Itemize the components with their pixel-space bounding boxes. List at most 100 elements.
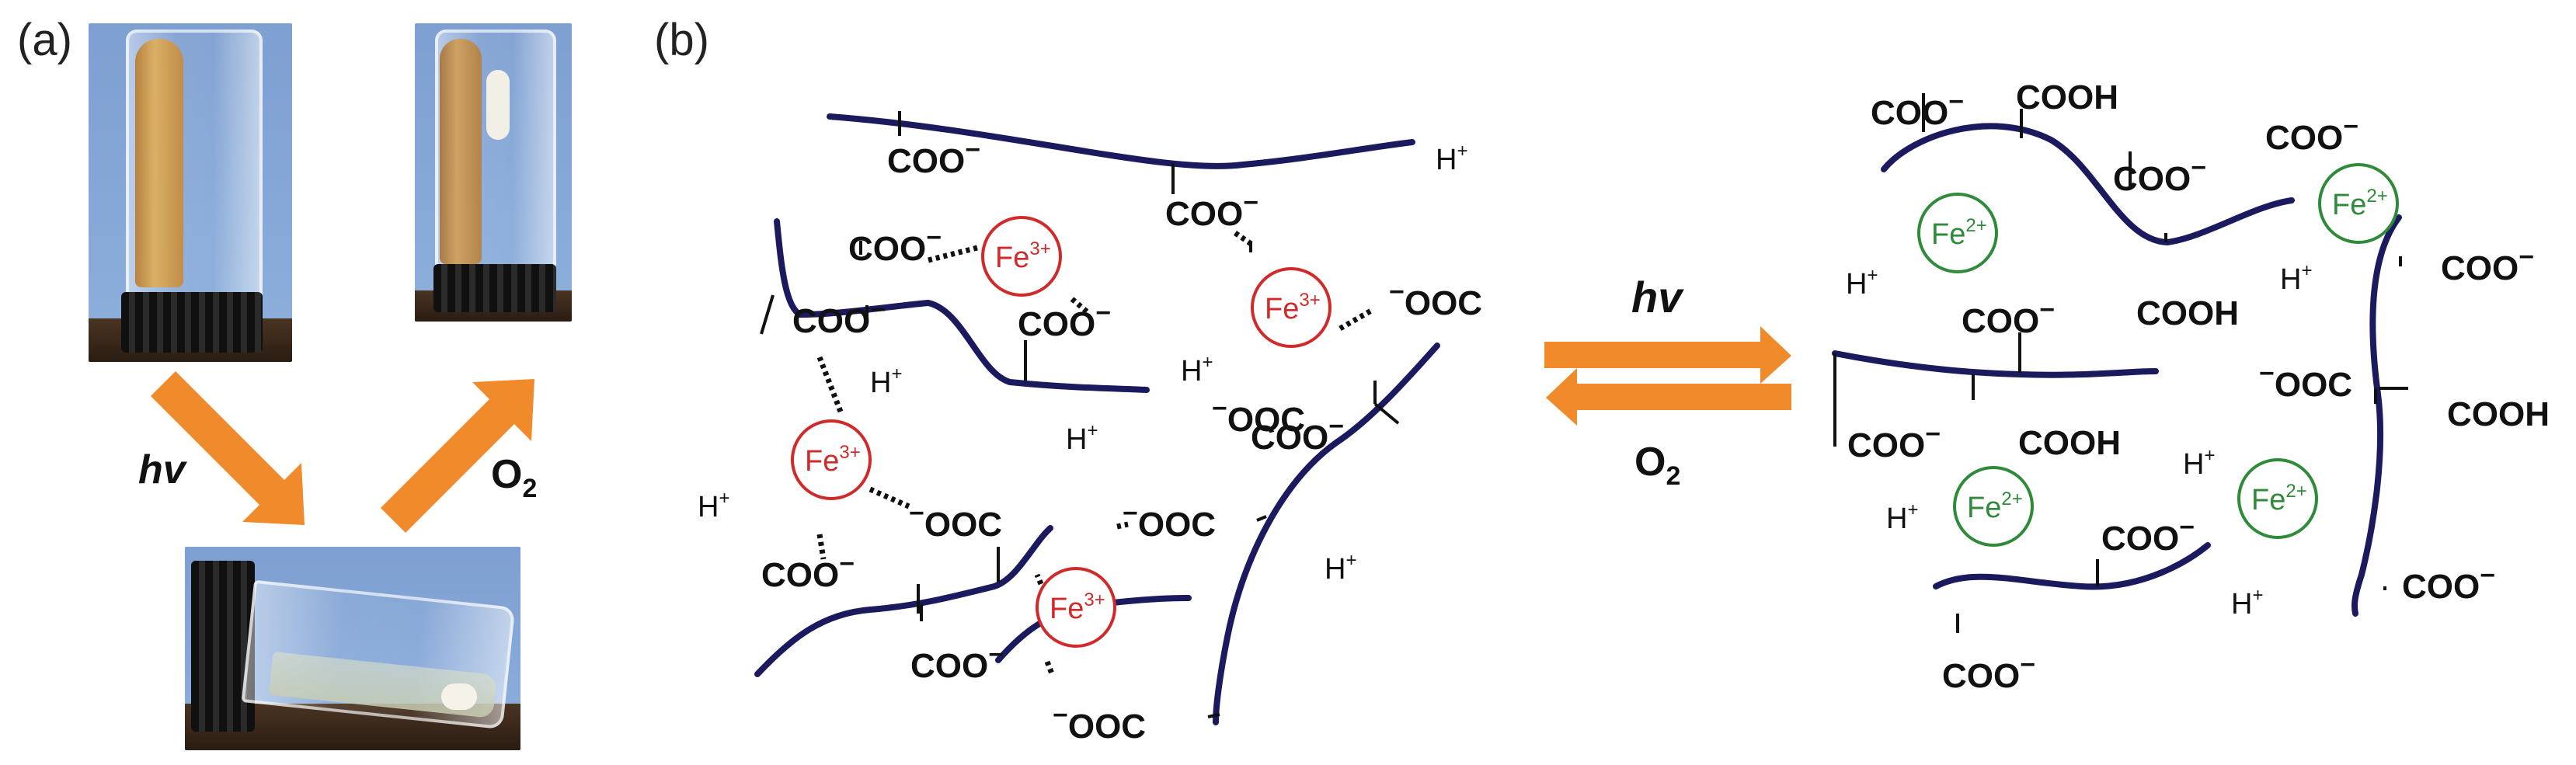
polymer-chain <box>2351 214 2402 617</box>
carboxyl-label: COO− <box>1018 298 1111 343</box>
ion-label: Fe3+ <box>1050 589 1105 625</box>
fe2-ion: Fe2+ <box>1917 193 1998 273</box>
carboxyl-label: −OOC <box>1389 277 1482 322</box>
arrow-up-o2 <box>381 379 534 533</box>
polymer-chain <box>774 218 1150 393</box>
eq-reverse-o: O <box>1634 440 1666 485</box>
substituent-bond <box>1256 515 1267 522</box>
carboxyl-label: COO− <box>2402 561 2495 606</box>
carboxyl-label: COOH <box>2016 78 2118 116</box>
carboxyl-label: COO− <box>1942 650 2035 695</box>
ion-label: Fe2+ <box>2251 481 2307 516</box>
ion-circle <box>1251 267 1332 348</box>
substituent-bond <box>1207 713 1220 718</box>
coordination-bond <box>1034 573 1044 586</box>
coordination-bond <box>869 486 910 509</box>
coordination-bond <box>1116 521 1129 530</box>
carboxyl-label: COO− <box>2113 153 2206 198</box>
arrow-down-label: hv <box>138 447 188 492</box>
fe2-ion: Fe2+ <box>2237 458 2318 539</box>
coordination-bond <box>1070 297 1090 315</box>
polymer-chain <box>1213 343 1440 725</box>
carboxyl-label: COO− <box>1962 295 2055 340</box>
carboxyl-label: COO− <box>761 549 855 594</box>
proton-label: H+ <box>1181 352 1213 388</box>
carboxyl-label: COO− <box>1251 412 1344 457</box>
ion-label: Fe3+ <box>995 238 1051 274</box>
carboxyl-label: COO− <box>1871 87 1964 132</box>
proton-label: H+ <box>870 363 902 399</box>
substituent-bond <box>1373 402 1400 425</box>
equilibrium-arrows <box>1544 326 1791 426</box>
carboxyl-label: −OOC <box>1123 499 1216 544</box>
carboxyl-label: COO− <box>2265 112 2358 157</box>
proton-label: H+ <box>1436 141 1467 176</box>
fe3-ion: Fe3+ <box>1251 267 1332 348</box>
carboxyl-label: −OOC <box>1053 701 1146 746</box>
ion-circle <box>1036 567 1116 648</box>
photo-recovered-gel-vial <box>415 23 572 322</box>
arrow-up-subscript: 2 <box>522 474 537 503</box>
ion-circle <box>1917 193 1998 273</box>
carboxyl-label: −OOC <box>909 499 1002 544</box>
ion-circle <box>791 419 872 500</box>
panel-a-label: (a) <box>17 15 72 65</box>
ion-label: Fe3+ <box>1265 290 1321 325</box>
proton-label: H+ <box>1066 420 1098 456</box>
polymer-chain <box>1881 123 2295 246</box>
carboxyl-label: COOH <box>2136 294 2239 332</box>
carboxyl-label: COOH <box>2018 424 2121 462</box>
ion-label: Fe2+ <box>2332 186 2388 221</box>
proton-label: H+ <box>1886 499 1918 535</box>
proton-label: H+ <box>698 488 729 523</box>
proton-label: H+ <box>1846 265 1878 301</box>
ion-label: Fe2+ <box>1967 489 2023 524</box>
carboxyl-label: COO− <box>1847 419 1941 464</box>
proton-label: H+ <box>2280 260 2312 296</box>
carboxyl-label: COO− <box>792 295 886 340</box>
ion-circle <box>1953 466 2034 547</box>
polymer-chain <box>1832 350 2159 378</box>
ion-label: Fe3+ <box>805 442 861 478</box>
photo-sol-vial-tilted <box>185 547 520 750</box>
eq-reverse-label: O2 <box>1634 440 1680 491</box>
carboxyl-label: −OOC <box>1212 394 1305 439</box>
fe3-ion: Fe3+ <box>981 216 1062 297</box>
ion-circle <box>2318 163 2399 244</box>
ion-label: Fe2+ <box>1931 215 1987 251</box>
panel-b-label: (b) <box>654 15 709 65</box>
polymer-chain <box>827 113 1415 169</box>
proton-label: H+ <box>2231 585 2263 621</box>
arrow-down-hv <box>151 371 305 525</box>
coordination-bond <box>928 244 981 263</box>
carboxyl-label: COO− <box>887 135 980 180</box>
coordination-bond <box>1234 231 1254 247</box>
coordination-bond <box>1338 308 1373 332</box>
carboxyl-label: COO− <box>2441 242 2534 287</box>
ion-circle <box>2237 458 2318 539</box>
photo-gel-vial <box>89 23 292 362</box>
coordination-bond <box>816 356 844 413</box>
ion-circle <box>981 216 1062 297</box>
fe3-ion: Fe3+ <box>791 419 872 500</box>
substituent-bond <box>760 294 775 335</box>
arrow-up-o: O <box>491 452 522 497</box>
carboxyl-label: COOH <box>2447 395 2550 433</box>
fe2-ion: Fe2+ <box>1953 466 2034 547</box>
arrow-up-label: O2 <box>491 452 537 503</box>
carboxyl-label: COO− <box>848 223 942 268</box>
coordination-bond <box>1044 660 1056 677</box>
carboxyl-label: COO− <box>1165 188 1258 233</box>
fe2-ion: Fe2+ <box>2318 163 2399 244</box>
eq-reverse-subscript: 2 <box>1666 461 1680 491</box>
proton-label: H+ <box>1325 550 1356 586</box>
fe3-ion: Fe3+ <box>1036 567 1116 648</box>
eq-forward-label: hv <box>1631 273 1684 322</box>
proton-label: H+ <box>2183 445 2215 481</box>
carboxyl-label: −OOC <box>2259 359 2352 404</box>
carboxyl-label: COO− <box>2101 513 2195 558</box>
carboxyl-label: COO− <box>910 640 1004 685</box>
polymer-chain <box>1933 542 2211 590</box>
